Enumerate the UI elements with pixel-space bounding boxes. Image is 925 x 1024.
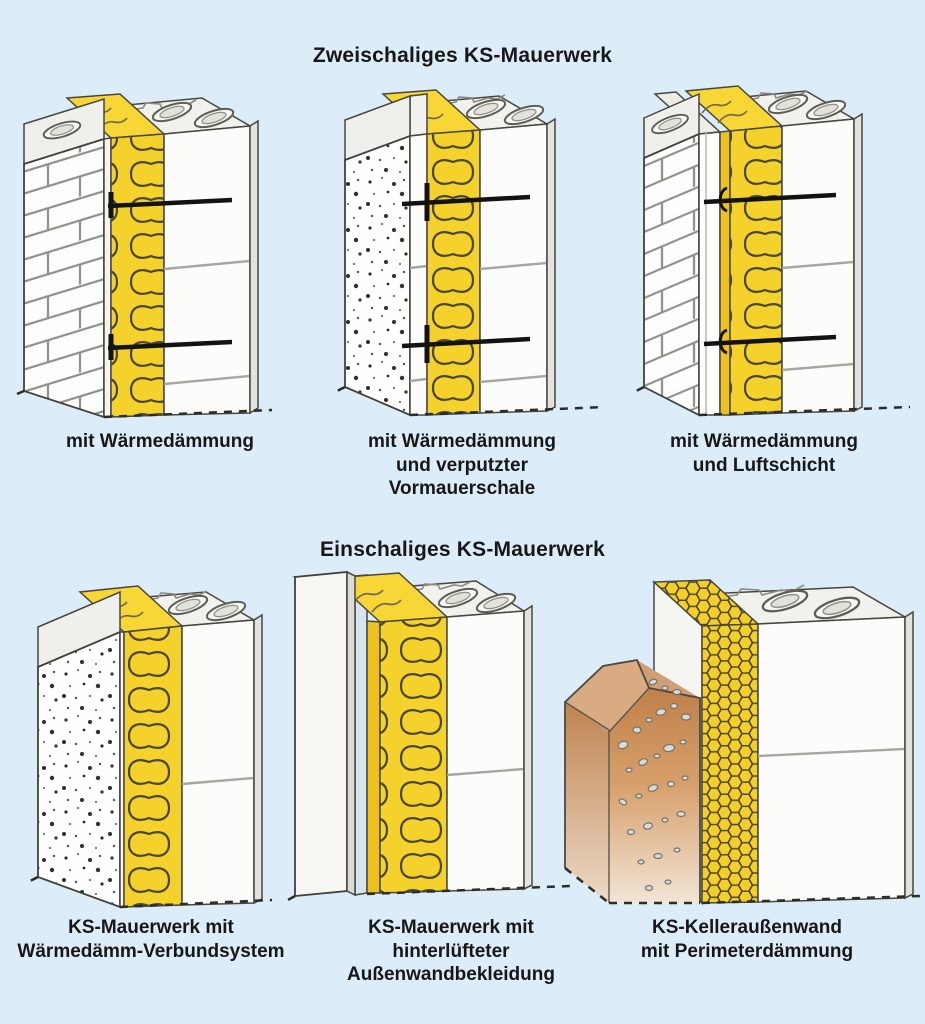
insulation-side-face bbox=[366, 620, 381, 894]
brick-facing-face bbox=[643, 132, 700, 417]
caption-air-gap: mit Wärmedämmung und Luftschicht bbox=[670, 431, 858, 476]
cladding-panel bbox=[292, 570, 358, 897]
thermal-insulation-layer bbox=[379, 616, 448, 894]
pebbles bbox=[617, 678, 692, 892]
diagram-basement-perimeter-insulation bbox=[564, 579, 922, 906]
thermal-insulation-layer bbox=[123, 625, 183, 908]
diagram-plastered-facing-shell bbox=[336, 89, 605, 417]
caption-cavity-wall: mit Wärmedämmung bbox=[66, 431, 254, 452]
section-cut-dashed-line bbox=[564, 867, 610, 904]
section-cut-dashed-line bbox=[29, 875, 39, 883]
wall-tie-with-drip-disc bbox=[703, 186, 837, 355]
caption-ventilated-cladding: KS-Mauerwerk mit hinterlüfteter Außenwan… bbox=[347, 917, 555, 986]
diagram-insulation-air-gap bbox=[635, 85, 911, 417]
section-cut-dashed-line bbox=[16, 389, 25, 396]
facing-shell-cut bbox=[409, 133, 428, 416]
thermal-insulation-layer bbox=[426, 129, 481, 416]
inner-ks-leaf bbox=[757, 616, 906, 903]
section-cut-dashed-line bbox=[635, 385, 645, 393]
thermal-insulation-layer bbox=[729, 125, 783, 416]
inner-leaf-side-face bbox=[523, 604, 533, 891]
section-cut-dashed-line bbox=[409, 405, 605, 417]
section-cut-dashed-line bbox=[698, 405, 911, 417]
section-title-single-shell: Einschaliges KS-Mauerwerk bbox=[319, 538, 606, 561]
section-cut-dashed-line bbox=[103, 408, 273, 419]
perimeter-insulation-layer bbox=[701, 623, 759, 904]
soil bbox=[564, 658, 701, 903]
thermal-insulation-layer bbox=[110, 133, 165, 418]
wall-tie bbox=[401, 183, 531, 363]
plaster-render-face bbox=[344, 134, 411, 417]
section-cut-dashed-line bbox=[366, 884, 571, 896]
diagram-ventilated-cladding bbox=[287, 570, 571, 902]
air-gap bbox=[698, 131, 721, 416]
section-cut-dashed-line bbox=[119, 898, 273, 909]
inner-leaf-side-face bbox=[253, 613, 263, 905]
diagram-cavity-wall-insulation bbox=[16, 93, 273, 419]
inner-leaf-side-face bbox=[249, 119, 259, 415]
caption-plastered-shell: mit Wärmedämmung und verputzter Vormauer… bbox=[368, 431, 556, 500]
section-title-two-shell: Zweischaliges KS-Mauerwerk bbox=[312, 44, 613, 67]
inner-leaf-side-face bbox=[546, 117, 556, 413]
section-cut-dashed-line bbox=[287, 894, 296, 902]
caption-basement-wall: KS-Kelleraußenwand mit Perimeterdämmung bbox=[640, 917, 854, 962]
inner-ks-leaf bbox=[181, 619, 255, 906]
shell-top-face bbox=[409, 93, 428, 137]
wall-tie bbox=[107, 192, 233, 360]
facing-leaf-cut bbox=[103, 137, 112, 418]
insulation-side-face bbox=[719, 130, 731, 416]
inner-leaf-side-face bbox=[904, 610, 914, 900]
diagram-etics-system bbox=[29, 585, 273, 909]
inner-leaf-side-face bbox=[853, 112, 863, 413]
brick-facing-face bbox=[23, 137, 105, 419]
section-cut-dashed-line bbox=[609, 894, 922, 905]
inner-ks-leaf bbox=[446, 610, 525, 892]
caption-etics: KS-Mauerwerk mit Wärmedämm-Verbundsystem bbox=[17, 917, 285, 962]
plaster-render-face bbox=[37, 630, 121, 909]
inner-ks-leaf bbox=[163, 125, 251, 416]
section-cut-dashed-line bbox=[336, 385, 346, 393]
ventilation-air-gap bbox=[354, 574, 368, 896]
